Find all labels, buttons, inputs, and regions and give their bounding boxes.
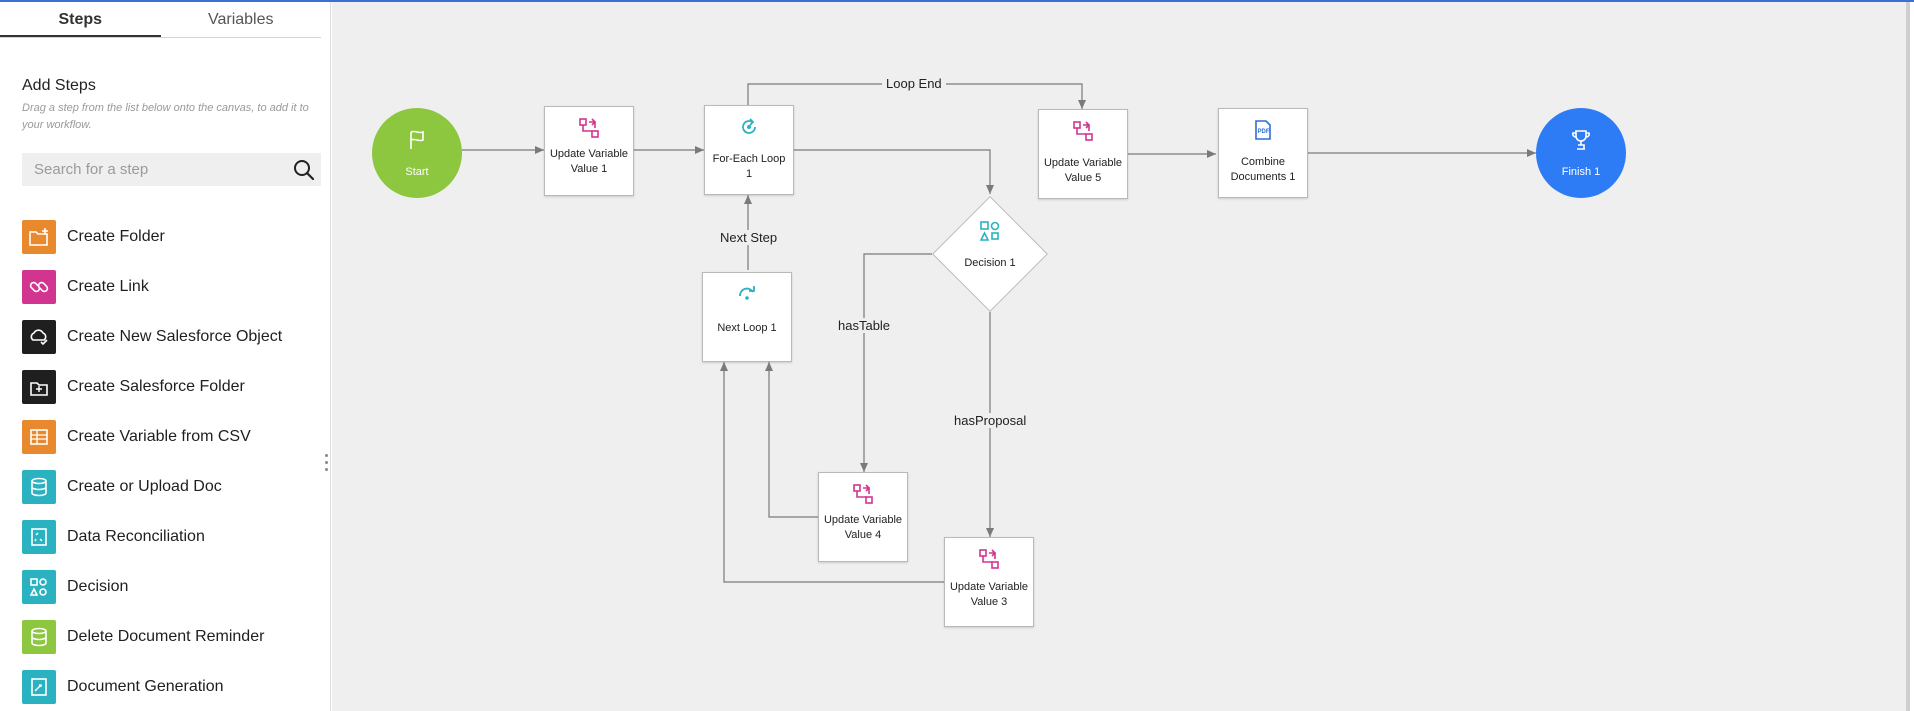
csv-table-icon <box>22 420 56 454</box>
update-variable-icon <box>578 117 600 139</box>
step-label: Create or Upload Doc <box>67 478 222 495</box>
node-label: Decision 1 <box>964 257 1016 269</box>
step-create-salesforce-folder[interactable]: Create Salesforce Folder <box>22 362 322 412</box>
edge-label-has-table: hasTable <box>834 318 895 333</box>
start-node[interactable]: Start <box>372 108 462 198</box>
database-icon <box>22 470 56 504</box>
node-update-variable-value-1[interactable]: Update Variable Value 1 <box>544 106 634 196</box>
tab-steps[interactable]: Steps <box>0 2 161 37</box>
trophy-icon <box>1572 130 1590 150</box>
add-steps-hint: Drag a step from the list below onto the… <box>22 102 309 131</box>
step-create-link[interactable]: Create Link <box>22 262 322 312</box>
node-label: Update Variable Value 3 <box>949 581 1029 608</box>
loop-icon <box>738 116 760 138</box>
step-label: Decision <box>67 578 129 595</box>
next-loop-icon <box>736 283 758 305</box>
search-input[interactable] <box>22 153 282 186</box>
update-variable-icon <box>852 483 874 505</box>
salesforce-folder-icon <box>22 370 56 404</box>
svg-text:PDF: PDF <box>1258 129 1270 135</box>
pdf-icon: PDF <box>1252 119 1274 141</box>
workflow-canvas[interactable]: Loop End Next Step hasTable hasProposal … <box>332 2 1910 711</box>
step-label: Document Generation <box>67 678 224 695</box>
decision-shapes-icon <box>979 220 1001 247</box>
reconcile-icon <box>22 520 56 554</box>
step-data-reconciliation[interactable]: Data Reconciliation <box>22 512 322 562</box>
step-create-variable-from-csv[interactable]: Create Variable from CSV <box>22 412 322 462</box>
step-decision[interactable]: Decision <box>22 562 322 612</box>
step-list: Create Folder Create Link Create New Sal… <box>22 212 322 711</box>
flag-icon <box>410 130 424 149</box>
database-icon <box>22 620 56 654</box>
decision-shapes-icon <box>22 570 56 604</box>
tab-variables[interactable]: Variables <box>207 11 274 28</box>
step-label: Create Variable from CSV <box>67 428 251 445</box>
node-label: Update Variable Value 1 <box>549 148 629 175</box>
edge-label-next-step: Next Step <box>716 230 782 245</box>
search-icon[interactable] <box>291 157 317 183</box>
edge-label-has-proposal: hasProposal <box>950 413 1031 428</box>
step-create-new-salesforce-object[interactable]: Create New Salesforce Object <box>22 312 322 362</box>
node-combine-documents-1[interactable]: PDF Combine Documents 1 <box>1218 108 1308 198</box>
step-search <box>22 153 321 186</box>
node-label: Start <box>405 166 429 178</box>
step-label: Create New Salesforce Object <box>67 328 283 345</box>
steps-sidebar: Steps Variables Add Steps Drag a step fr… <box>0 2 331 711</box>
node-update-variable-value-5[interactable]: Update Variable Value 5 <box>1038 109 1128 199</box>
sidebar-tabs: Steps Variables <box>0 2 321 38</box>
edge-label-loop-end: Loop End <box>882 76 946 91</box>
link-icon <box>22 270 56 304</box>
step-label: Delete Document Reminder <box>67 628 265 645</box>
step-label: Create Folder <box>67 228 165 245</box>
update-variable-icon <box>1072 120 1094 142</box>
node-label: Update Variable Value 4 <box>823 514 903 541</box>
step-label: Data Reconciliation <box>67 528 205 545</box>
node-update-variable-value-3[interactable]: Update Variable Value 3 <box>944 537 1034 627</box>
node-label: Finish 1 <box>1561 166 1601 178</box>
node-label: For-Each Loop 1 <box>712 153 786 180</box>
finish-node[interactable]: Finish 1 <box>1536 108 1626 198</box>
node-update-variable-value-4[interactable]: Update Variable Value 4 <box>818 472 908 562</box>
node-label: Combine Documents 1 <box>1230 156 1296 183</box>
step-label: Create Link <box>67 278 149 295</box>
step-create-folder[interactable]: Create Folder <box>22 212 322 262</box>
node-label: Next Loop 1 <box>717 322 777 334</box>
canvas-scrollbar[interactable] <box>1906 2 1910 711</box>
salesforce-object-icon <box>22 320 56 354</box>
step-delete-document-reminder[interactable]: Delete Document Reminder <box>22 612 322 662</box>
add-steps-title: Add Steps <box>22 77 96 94</box>
node-decision-1[interactable]: Decision 1 <box>932 196 1048 312</box>
step-create-or-upload-doc[interactable]: Create or Upload Doc <box>22 462 322 512</box>
document-generation-icon <box>22 670 56 704</box>
step-document-generation[interactable]: Document Generation <box>22 662 322 711</box>
create-folder-icon <box>22 220 56 254</box>
node-for-each-loop-1[interactable]: For-Each Loop 1 <box>704 105 794 195</box>
node-next-loop-1[interactable]: Next Loop 1 <box>702 272 792 362</box>
step-label: Create Salesforce Folder <box>67 378 245 395</box>
sidebar-resize-handle[interactable] <box>322 454 330 476</box>
update-variable-icon <box>978 548 1000 570</box>
node-label: Update Variable Value 5 <box>1043 157 1123 184</box>
